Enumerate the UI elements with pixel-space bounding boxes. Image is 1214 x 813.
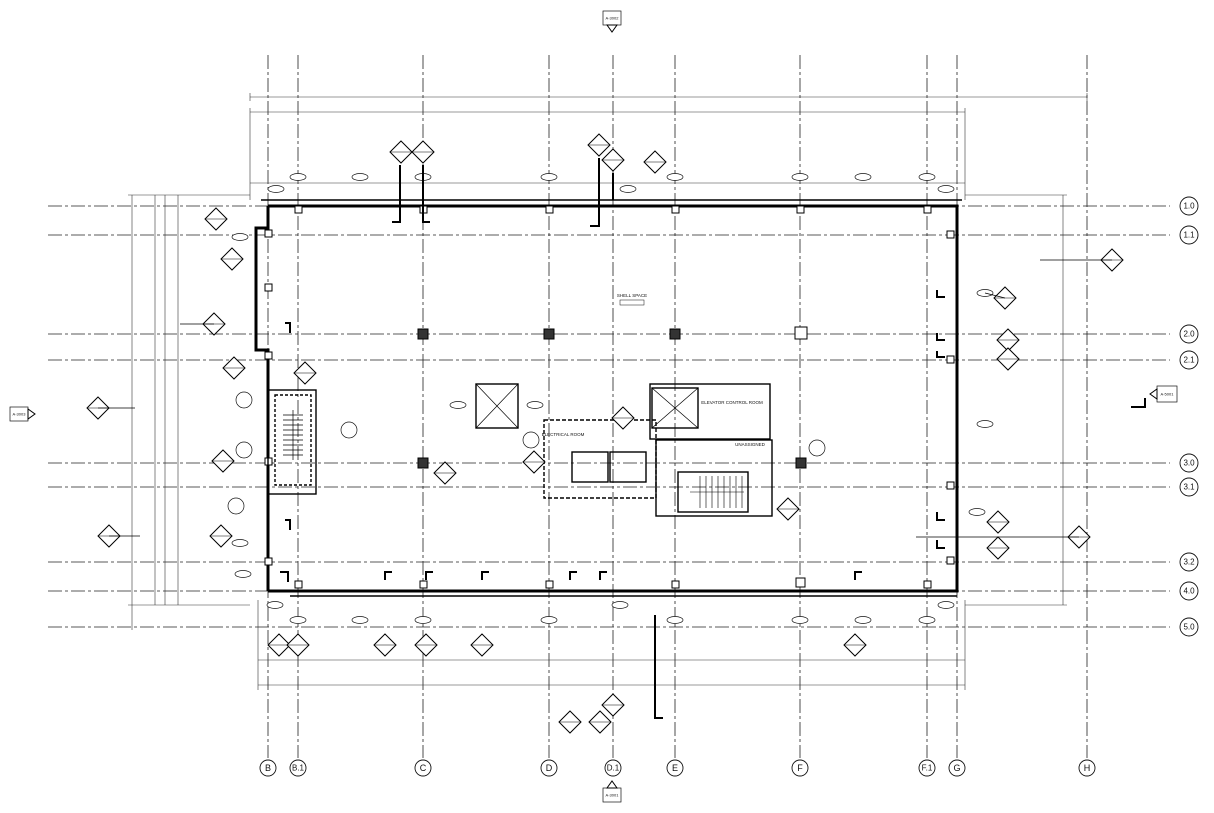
grid-bubble-5-0: 5.0 xyxy=(1183,623,1195,632)
grid-bubble-D: D xyxy=(546,763,553,773)
grid-bubble-H: H xyxy=(1084,763,1091,773)
central-core xyxy=(475,299,773,517)
room-label-shell-space: SHELL SPACE xyxy=(617,293,647,298)
wall-tags xyxy=(231,173,994,624)
elevation-tags: A-3002 A-3001 A-3003 A-5001 xyxy=(9,10,1178,803)
grid-bubble-F1: F.1 xyxy=(922,764,933,773)
section-cut-ticks xyxy=(280,158,1146,719)
row-grid-lines xyxy=(48,205,1170,628)
leader-lines xyxy=(98,259,1112,538)
grid-bubble-F: F xyxy=(797,763,803,773)
room-label-electrical: ELECTRICAL ROOM xyxy=(542,432,585,437)
room-labels: SHELL SPACE ELEVATOR CONTROL ROOM ELECTR… xyxy=(542,293,766,447)
section-markers xyxy=(86,133,1124,734)
grid-bubble-2-1: 2.1 xyxy=(1183,356,1195,365)
bottom-elevation-ref: A-3001 xyxy=(606,793,620,798)
room-label-unassigned: UNASSIGNED xyxy=(735,442,766,447)
detail-circles xyxy=(227,391,826,515)
grid-bubble-1-1: 1.1 xyxy=(1183,231,1195,240)
grid-bubble-B: B xyxy=(265,763,271,773)
grid-bubble-B1: B.1 xyxy=(292,764,305,773)
left-elevation-ref: A-3003 xyxy=(13,412,27,417)
top-elevation-ref: A-3002 xyxy=(606,16,620,21)
grid-bubble-C: C xyxy=(420,763,427,773)
grid-bubble-2-0: 2.0 xyxy=(1183,330,1195,339)
dimension-lines xyxy=(128,93,1088,690)
structural-columns xyxy=(264,205,955,589)
grid-bubble-3-1: 3.1 xyxy=(1183,483,1195,492)
grid-bubble-D1: D.1 xyxy=(607,764,620,773)
grid-bubble-3-2: 3.2 xyxy=(1183,558,1195,567)
exterior-walls xyxy=(254,199,962,597)
grid-bubble-G: G xyxy=(953,763,960,773)
room-label-elevator-control: ELEVATOR CONTROL ROOM xyxy=(701,400,763,405)
column-grid-bubbles: B B.1 C D D.1 E F F.1 G H xyxy=(259,759,1096,777)
grid-bubble-3-0: 3.0 xyxy=(1183,459,1195,468)
grid-bubble-E: E xyxy=(672,763,678,773)
row-grid-bubbles: 1.0 1.1 2.0 2.1 3.0 3.1 3.2 4.0 5.0 xyxy=(1179,196,1199,637)
right-elevation-ref: A-5001 xyxy=(1161,392,1175,397)
grid-bubble-4-0: 4.0 xyxy=(1183,587,1195,596)
column-grid-lines xyxy=(267,55,1088,758)
grid-bubble-1-0: 1.0 xyxy=(1183,202,1195,211)
west-stair xyxy=(267,389,317,495)
